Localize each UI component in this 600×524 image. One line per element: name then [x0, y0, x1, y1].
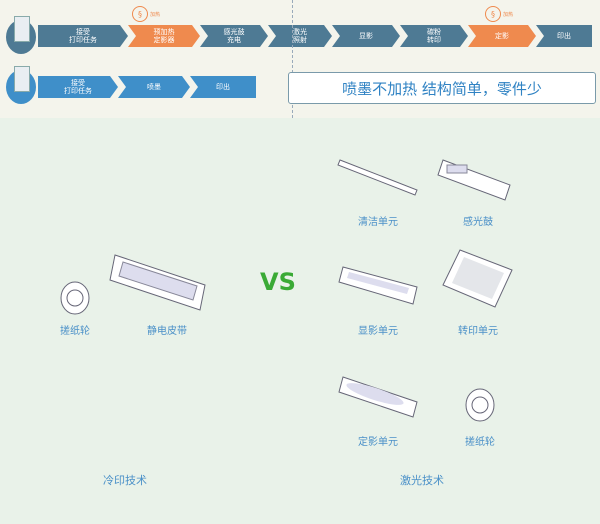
part-label: 转印单元 [458, 326, 498, 337]
vs-label: VS [260, 268, 296, 296]
inkjet-printer-icon [6, 66, 36, 104]
flow-step: 印出 [536, 25, 592, 47]
transfer-belt-icon [109, 254, 206, 311]
part-label: 搓纸轮 [465, 437, 495, 448]
part-label: 静电皮带 [147, 326, 187, 337]
heat-indicator: §加热 [132, 6, 160, 22]
flow-step: 定影 [468, 25, 536, 47]
laser-flow: 接受打印任务 预加热定影器 感光鼓充电 激光照射 显影 碳粉转印 定影 印出 [38, 25, 592, 47]
inkjet-flow: 接受打印任务 喷墨 印出 [38, 76, 256, 98]
part-label: 清洁单元 [358, 217, 398, 228]
flow-step: 显影 [332, 25, 400, 47]
transfer-unit-icon [442, 249, 513, 308]
cleaning-unit-icon [337, 159, 418, 196]
heat-indicator: §加热 [485, 6, 513, 22]
laser-printer-icon [6, 16, 36, 54]
pickup-roller-icon [465, 388, 495, 422]
developer-unit-icon [338, 266, 418, 305]
flow-step: 喷墨 [118, 76, 190, 98]
inkjet-title: 冷印技术 [103, 474, 147, 487]
heat-icon: § [485, 6, 501, 22]
callout: 喷墨不加热 结构简单，零件少 [288, 72, 596, 104]
part-label: 定影单元 [358, 437, 398, 448]
divider [292, 0, 293, 118]
fuser-unit-icon [338, 376, 418, 418]
heat-icon: § [132, 6, 148, 22]
flow-step: 激光照射 [268, 25, 332, 47]
pickup-roller-icon [60, 281, 90, 315]
part-label: 显影单元 [358, 326, 398, 337]
flow-step: 接受打印任务 [38, 25, 128, 47]
flow-step: 感光鼓充电 [200, 25, 268, 47]
flow-step: 预加热定影器 [128, 25, 200, 47]
part-label: 搓纸轮 [60, 326, 90, 337]
flow-step: 碳粉转印 [400, 25, 468, 47]
flow-step: 接受打印任务 [38, 76, 118, 98]
drum-icon [437, 159, 511, 201]
part-label: 感光鼓 [463, 217, 493, 228]
laser-title: 激光技术 [400, 474, 444, 487]
flow-step: 印出 [190, 76, 256, 98]
